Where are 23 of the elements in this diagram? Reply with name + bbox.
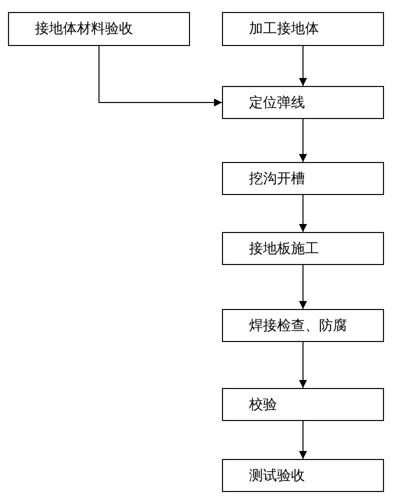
step-label: 接地板施工 (248, 240, 319, 258)
arrow (299, 264, 307, 310)
process-box (222, 12, 384, 46)
step-label: 挖沟开槽 (248, 170, 305, 188)
step-label: 焊接检查、防腐 (248, 316, 347, 334)
process-box (222, 162, 384, 195)
arrow (299, 420, 307, 460)
step-label: 加工接地体 (248, 20, 319, 38)
step-label: 定位弹线 (248, 94, 305, 112)
process-box (222, 232, 384, 265)
arrow (299, 342, 307, 388)
step-label: 测试验收 (248, 466, 305, 484)
process-box (8, 12, 190, 46)
arrow (299, 194, 307, 232)
process-box (222, 86, 384, 119)
process-box (222, 388, 384, 421)
step-label: 校验 (248, 396, 277, 414)
arrow (299, 118, 307, 162)
process-box (222, 459, 384, 492)
process-box (222, 309, 384, 342)
arrow (98, 46, 222, 106)
step-label: 接地体材料验收 (34, 20, 133, 38)
arrow (299, 46, 307, 86)
